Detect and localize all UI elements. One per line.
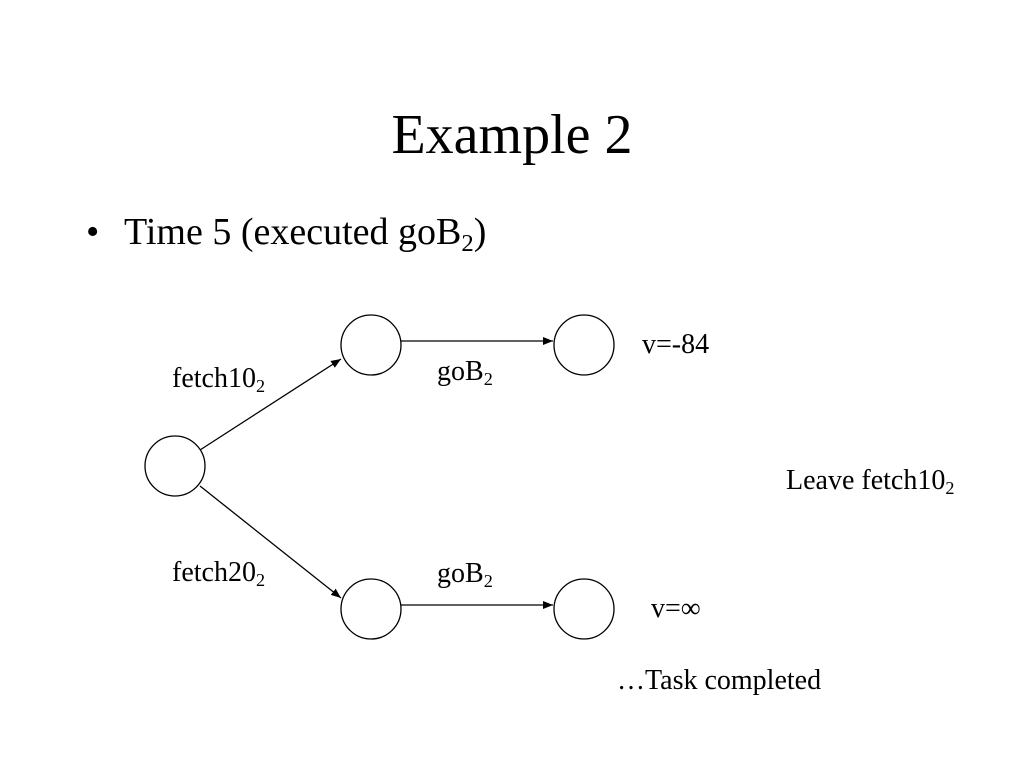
note-leave-fetch10: Leave fetch102 bbox=[786, 465, 955, 499]
bullet-item: • Time 5 (executed goB2) bbox=[86, 206, 486, 258]
value-label-top: v=-84 bbox=[642, 329, 710, 360]
node-after-fetch20 bbox=[340, 578, 402, 640]
root-node bbox=[144, 435, 206, 497]
edge-label-gob-top: goB2 bbox=[437, 356, 493, 390]
edge-label-gob-bottom: goB2 bbox=[437, 558, 493, 592]
value-label-bottom: v=∞ bbox=[651, 593, 701, 624]
bullet-text: Time 5 (executed goB bbox=[124, 211, 462, 253]
slide-title: Example 2 bbox=[391, 104, 633, 166]
node-after-fetch10 bbox=[340, 314, 402, 376]
note-task-completed: …Task completed bbox=[617, 665, 822, 696]
bullet-dot-icon: • bbox=[86, 211, 100, 253]
bullet-suffix: ) bbox=[473, 211, 487, 253]
node-bottom-leaf bbox=[553, 578, 615, 640]
edge-fetch10-arrow bbox=[199, 358, 342, 451]
edge-label-fetch10: fetch102 bbox=[172, 363, 266, 397]
node-top-leaf bbox=[553, 314, 615, 376]
edge-fetch20-arrow bbox=[199, 485, 342, 599]
edge-label-fetch20: fetch202 bbox=[172, 557, 266, 591]
bullet-subscript: 2 bbox=[461, 229, 474, 257]
